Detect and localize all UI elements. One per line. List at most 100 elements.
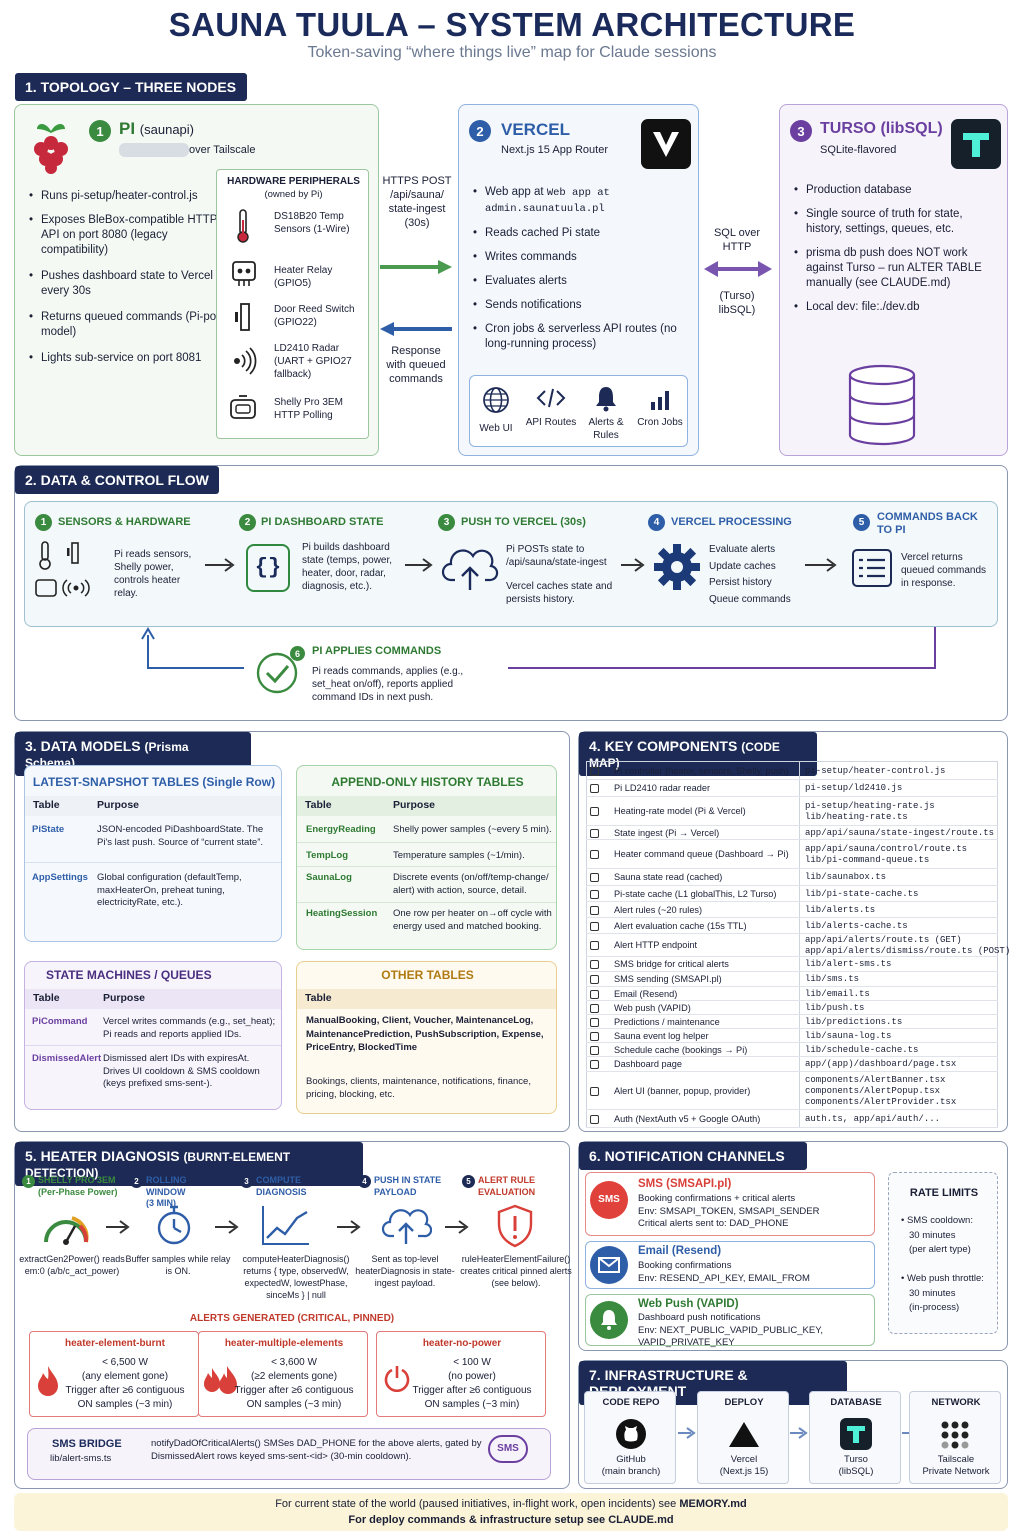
component-name: Pi-state cache (L1 globalThis, L2 Turso) [614,888,777,899]
alert-heater-multiple-elements: heater-multiple-elements < 3,600 W(≥2 el… [198,1331,368,1417]
shelly-icon [230,395,256,419]
component-path: lib/schedule-cache.ts [805,1044,919,1055]
file-icon [590,850,599,859]
file-icon [590,941,599,950]
state-title: STATE MACHINES / QUEUES [46,968,212,982]
sms-bridge: SMS BRIDGE lib/alert-sms.ts notifyDadOfC… [27,1428,551,1480]
bell-icon [590,1301,628,1339]
component-name: Sauna event log helper [614,1030,709,1041]
component-name: Predictions / maintenance [614,1016,720,1027]
pi-bullets: Runs pi-setup/heater-control.js Exposes … [27,189,222,375]
section-4-panel [578,731,1008,1132]
radar-icon [234,347,257,375]
turso-icon [840,1418,872,1450]
code-map-row: Pi controller (heater, sensors, Shelly, … [586,762,998,780]
step-badge: 4 [358,1175,371,1188]
section-4-header: 4. KEY COMPONENTS (CODE MAP) [579,732,817,776]
code-map-row: Alert rules (~20 rules)lib/alerts.ts [586,902,998,918]
component-path: components/AlertBanner.tsx components/Al… [805,1074,957,1107]
component-path: auth.ts, app/api/auth/... [805,1113,941,1124]
infra-deploy: DEPLOY Vercel(Next.js 15) [697,1391,789,1484]
component-path: app/api/sauna/state-ingest/route.ts [805,827,995,838]
pi-to-vercel-label: HTTPS POST /api/sauna/ state-ingest (30s… [382,175,452,229]
step-badge: 5 [462,1175,475,1188]
component-path: lib/sms.ts [805,974,860,984]
flow-step-1-text: Pi reads sensors, Shelly power, controls… [114,549,192,599]
flow-step-2-title: PI DASHBOARD STATE [261,516,384,528]
pi-name: PI (saunapi) [119,119,194,138]
code-icon [536,388,566,408]
component-name: Alert HTTP endpoint [614,940,698,950]
component-path: lib/alert-sms.ts [805,959,892,969]
code-map-row: Sauna state read (cached)lib/saunabox.ts [586,869,998,886]
code-map-row: Heater command queue (Dashboard → Pi)app… [586,840,998,869]
json-braces-icon: {} [246,544,290,592]
hw-item-5: Shelly Pro 3EM HTTP Polling [274,397,343,421]
component-path: lib/alerts-cache.ts [805,920,908,931]
component-name: Pi controller (heater, sensors, Shelly, … [614,765,789,776]
append-title: APPEND-ONLY HISTORY TABLES [331,775,524,789]
file-icon [590,889,599,899]
page-title: SAUNA TUULA – SYSTEM ARCHITECTURE [168,6,856,43]
code-map-row: Auth (NextAuth v5 + Google OAuth)auth.ts… [586,1110,998,1128]
vercel-capabilities: Web UI API Routes Alerts & Rules Cron Jo… [469,375,688,447]
code-map-row: Alert UI (banner, popup, provider) compon… [586,1072,998,1110]
sensors-icon [35,541,90,597]
file-icon [590,873,599,882]
table-name: PiState [32,824,65,835]
component-name: Sauna state read (cached) [614,872,723,882]
flow-step-2-badge: 2 [239,514,256,531]
vercel-name: VERCEL [501,120,570,139]
code-map-row: Web push (VAPID) lib/push.ts [586,1001,998,1015]
file-icon [590,784,599,793]
sms-bridge-file: lib/alert-sms.ts [50,1453,112,1464]
component-name: Dashboard page [614,1059,682,1069]
file-icon [590,1017,599,1027]
vercel-turso-protocol: (Turso) libSQL) [718,290,756,316]
code-map-row: Alert evaluation cache (15s TTL)lib/aler… [586,918,998,934]
shield-alert-icon [497,1204,533,1248]
file-icon [590,1031,599,1041]
flow-step-3-text: Pi POSTs state to /api/sauna/state-inges… [506,544,607,568]
alerts-rules-label: Alerts & Rules [588,417,624,441]
file-icon [590,1060,599,1069]
hardware-subtitle: (owned by Pi) [264,189,323,200]
flow-step-4-badge: 4 [648,514,665,531]
component-name: Alert UI (banner, popup, provider) [614,1085,751,1096]
vercel-to-pi-label: Response with queued commands [386,345,446,385]
section-5-header: 5. HEATER DIAGNOSIS (BURNT-ELEMENT DETEC… [15,1142,363,1186]
page-subtitle: Token-saving “where things live” map for… [307,44,717,61]
section-2-header: 2. DATA & CONTROL FLOW [15,466,219,494]
section-1-header: 1. TOPOLOGY – THREE NODES [15,73,247,101]
cloud-upload-icon [441,549,499,590]
gauge-icon [44,1216,89,1245]
vercel-number-badge: 2 [469,120,491,142]
double-flame-icon [204,1366,237,1394]
component-path: lib/push.ts [805,1002,865,1013]
vercel-bullets: Web app at Web app at admin.saunatuula.p… [471,185,693,361]
vercel-panel: 2 VERCEL Next.js 15 App Router Web app a… [458,104,699,456]
vercel-turso-label: SQL over HTTP [713,227,761,253]
sms-bridge-text: notifyDadOfCriticalAlerts() SMSes DAD_PH… [151,1438,482,1462]
component-name: Web push (VAPID) [614,1002,691,1013]
door-icon [235,303,250,331]
component-path: lib/email.ts [805,988,870,999]
file-icon [590,1003,599,1013]
footer-note: For current state of the world (paused i… [14,1493,1008,1531]
file-icon [590,766,599,776]
component-name: SMS bridge for critical alerts [614,959,729,969]
email-icon [590,1246,628,1284]
step-title: ROLLING WINDOW(3 MIN) [146,1175,187,1208]
step-text: extractGen2Power() reads em:0 (a/b/c_act… [19,1254,125,1276]
file-icon [590,905,599,915]
raspberry-pi-icon [34,124,68,174]
table-name: SaunaLog [306,872,352,883]
hardware-peripherals-box: HARDWARE PERIPHERALS (owned by Pi) DS18B… [216,169,369,439]
